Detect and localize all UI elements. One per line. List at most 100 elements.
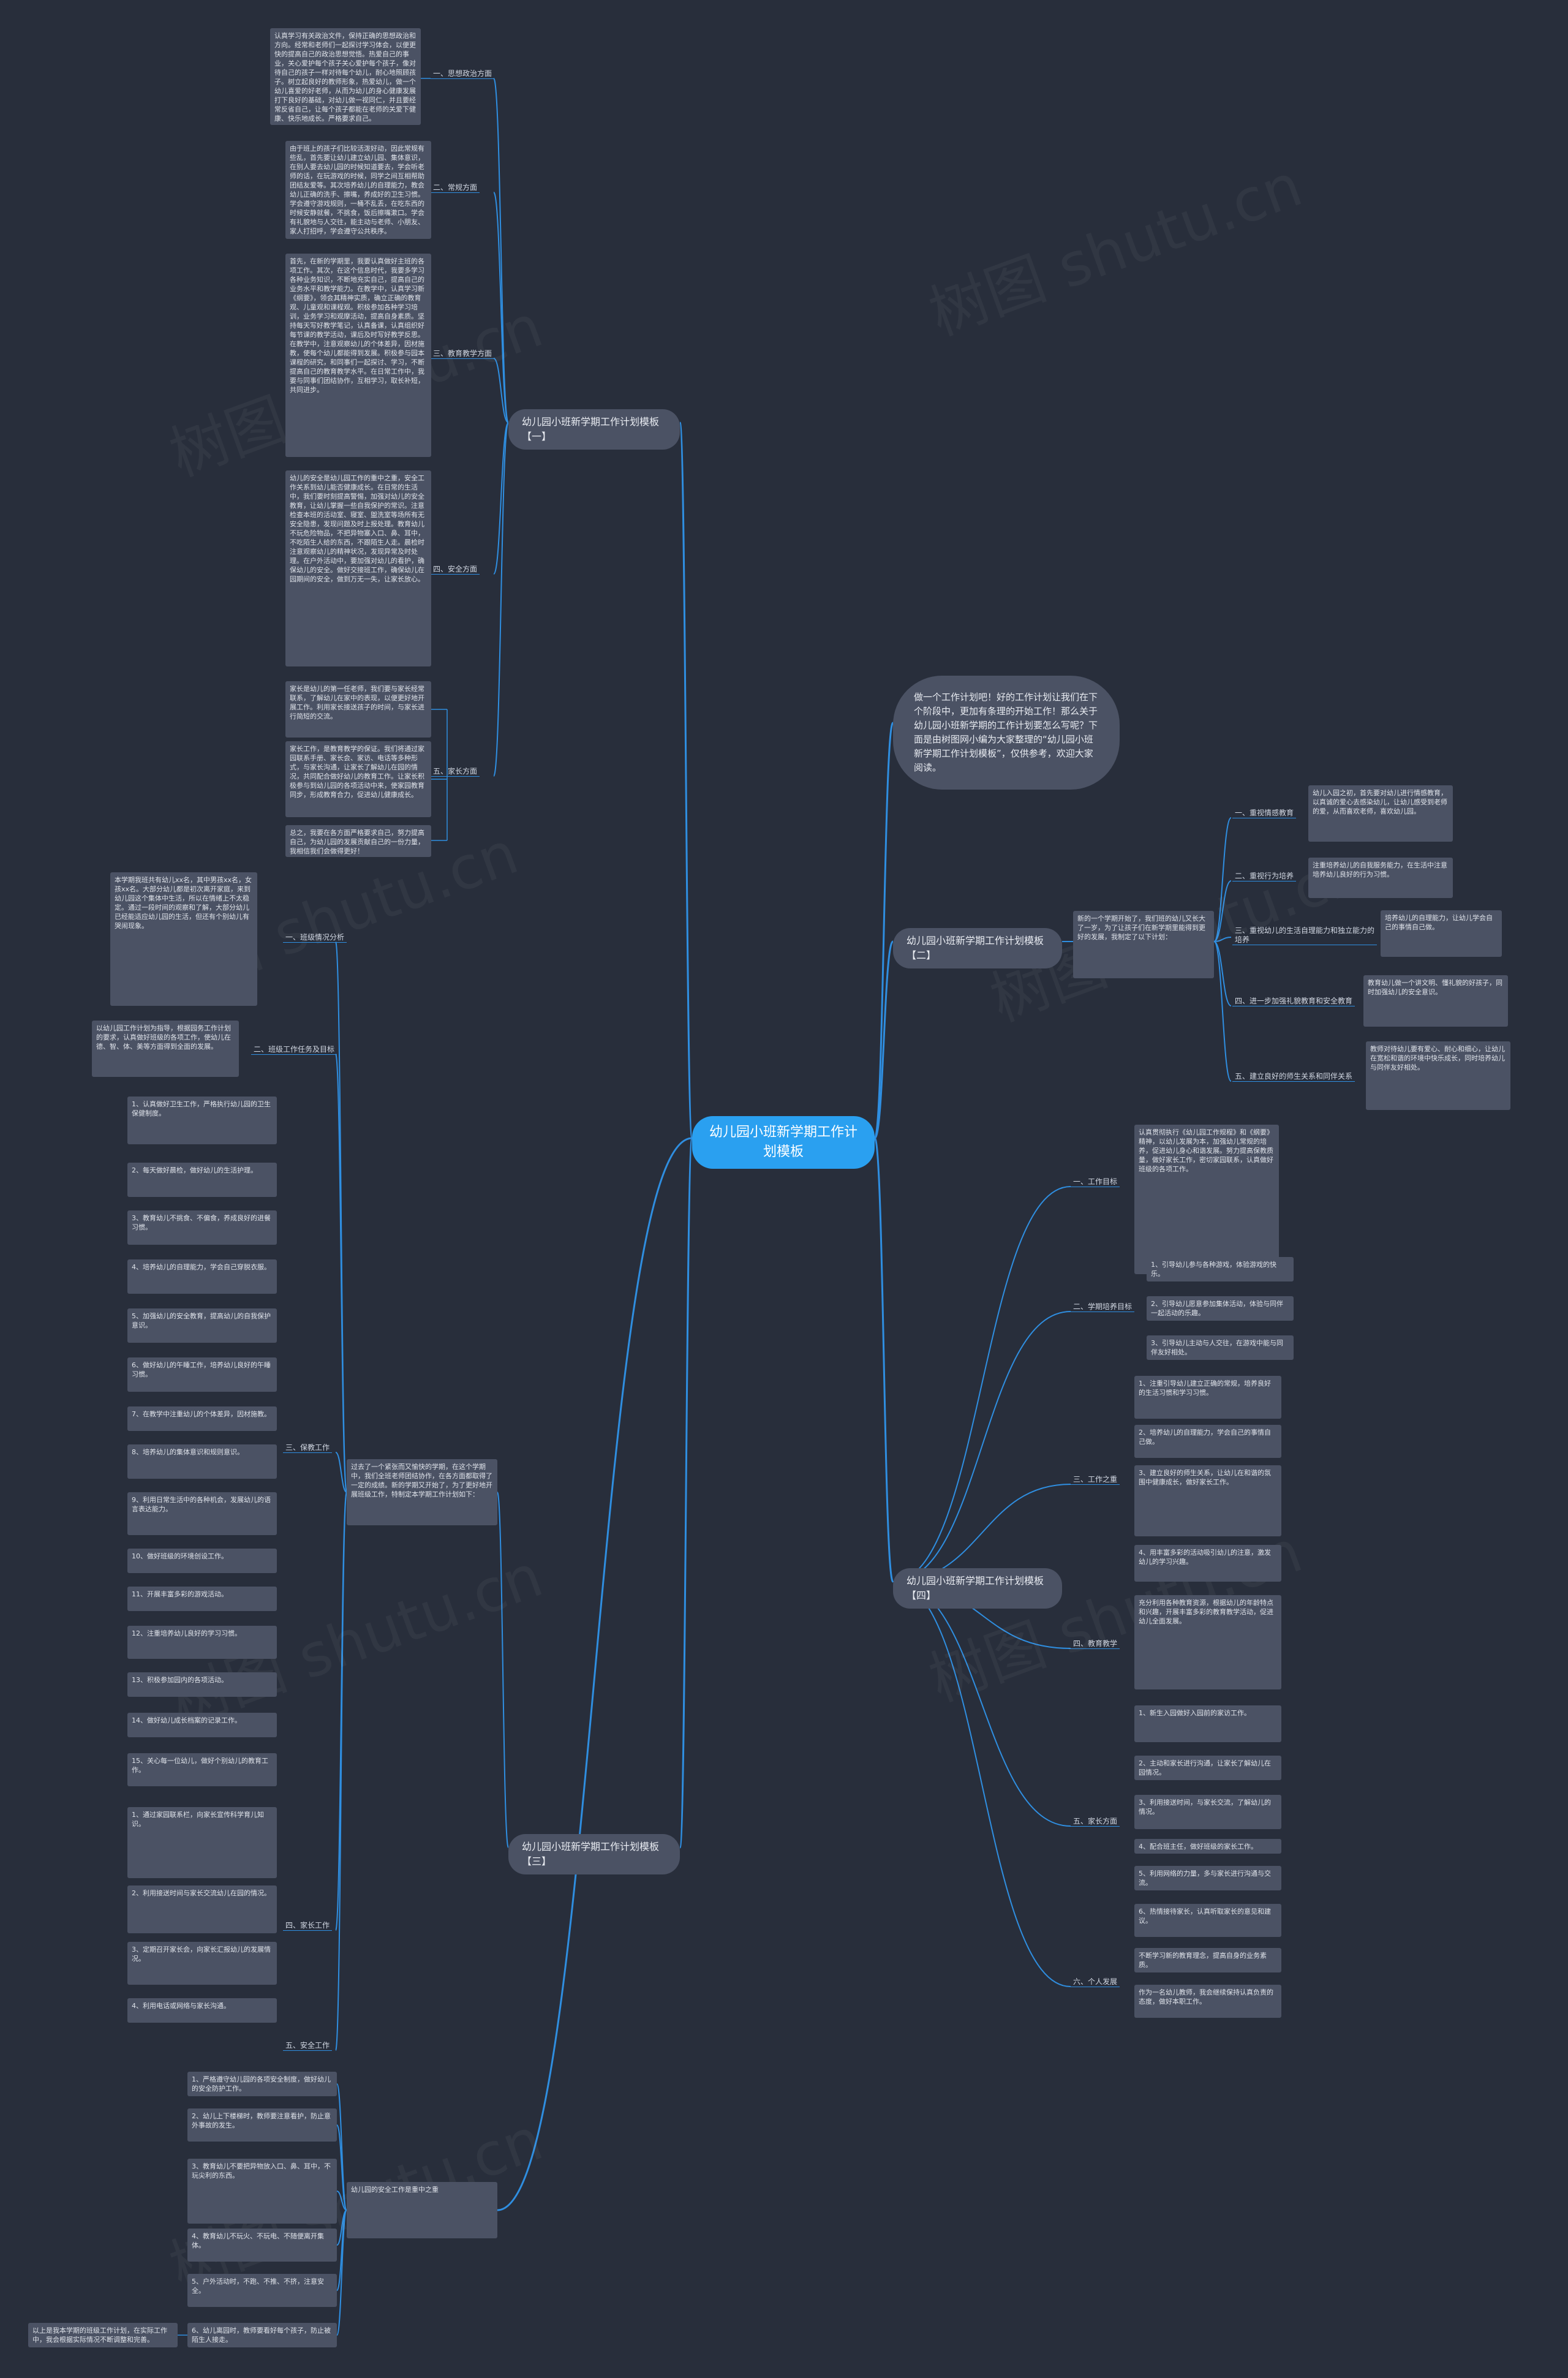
branch-4-label-3[interactable]: 三、工作之重: [1071, 1475, 1120, 1485]
branch-5-item-1: 1、严格遵守幼儿园的各项安全制度，做好幼儿的安全防护工作。: [187, 2072, 337, 2096]
branch-1-label-4[interactable]: 四、安全方面: [431, 565, 480, 575]
branch-1-label-3[interactable]: 三、教育教学方面: [431, 349, 495, 359]
branch-3-item-3-11: 11、开展丰富多彩的游戏活动。: [127, 1587, 277, 1611]
connector-line: [497, 1137, 693, 2211]
branch-3-label-2[interactable]: 二、班级工作任务及目标: [251, 1045, 337, 1055]
branch-3-item-3-15: 15、关心每一位幼儿，做好个别幼儿的教育工作。: [127, 1753, 277, 1786]
branch-2-label-5[interactable]: 五、建立良好的师生关系和同伴关系: [1232, 1072, 1355, 1082]
branch-4[interactable]: 幼儿园小班新学期工作计划模板【四】: [893, 1568, 1062, 1609]
branch-5-item-3: 3、教育幼儿不要把异物放入口、鼻、耳中，不玩尖利的东西。: [187, 2159, 337, 2224]
connector-line: [497, 1492, 509, 1848]
branch-4-label-6[interactable]: 六、个人发展: [1071, 1977, 1120, 1987]
branch-3-item-1-1: 本学期我班共有幼儿xx名，其中男孩xx名，女孩xx名。大部分幼儿都是初次离开家庭…: [110, 872, 257, 1006]
branch-2-label-1[interactable]: 一、重视情感教育: [1232, 809, 1297, 818]
branch-1-text-1: 认真学习有关政治文件，保持正确的思想政治和方向。经常和老师们一起探讨学习体会，以…: [270, 28, 421, 125]
connector-line: [892, 1311, 1071, 1582]
connector-line: [493, 78, 509, 423]
branch-2[interactable]: 幼儿园小班新学期工作计划模板【二】: [893, 928, 1062, 968]
branch-5-footer: 以上是我本学期的班级工作计划，在实际工作中，我会根据实际情况不断调整和完善。: [28, 2323, 178, 2347]
branch-1-label-1[interactable]: 一、思想政治方面: [431, 69, 495, 79]
intro-node[interactable]: 做一个工作计划吧！好的工作计划让我们在下个阶段中，更加有条理的开始工作！那么关于…: [893, 676, 1120, 790]
connector-line: [892, 1581, 1071, 1987]
branch-3-item-3-9: 9、利用日常生活中的各种机会，发展幼儿的语言表达能力。: [127, 1492, 277, 1535]
branch-3-item-4-3: 3、定期召开家长会，向家长汇报幼儿的发展情况。: [127, 1942, 277, 1985]
branch-2-label-3[interactable]: 三、重视幼儿的生活自理能力和独立能力的培养: [1232, 926, 1377, 945]
branch-5-item-2: 2、幼儿上下楼梯时，教师要注意看护，防止意外事故的发生。: [187, 2108, 337, 2142]
branch-2-text-3: 培养幼儿的自理能力，让幼儿学会自己的事情自己做。: [1381, 910, 1502, 957]
branch-4-item-2-1: 1、引导幼儿参与各种游戏，体验游戏的快乐。: [1147, 1257, 1294, 1281]
branch-2-text-4: 教育幼儿做一个讲文明、懂礼貌的好孩子，同时加强幼儿的安全意识。: [1363, 975, 1508, 1027]
branch-4-item-5-5: 5、利用网络的力量，多与家长进行沟通与交流。: [1134, 1866, 1281, 1890]
branch-4-item-5-6: 6、热情接待家长，认真听取家长的意见和建议。: [1134, 1904, 1281, 1937]
branch-4-item-3-4: 4、用丰富多彩的活动吸引幼儿的注意，激发幼儿的学习兴趣。: [1134, 1545, 1281, 1582]
root-node[interactable]: 幼儿园小班新学期工作计划模板: [692, 1116, 875, 1169]
branch-5-summary[interactable]: 幼儿园的安全工作是重中之重: [347, 2182, 497, 2238]
branch-1-text-2: 由于班上的孩子们比较活泼好动，因此常规有些乱，首先要让幼儿建立幼儿园、集体意识，…: [285, 141, 431, 239]
branch-4-label-5[interactable]: 五、家长方面: [1071, 1817, 1120, 1827]
branch-3-label-4[interactable]: 四、家长工作: [283, 1921, 333, 1931]
connector-line: [493, 358, 509, 423]
connector-line: [493, 422, 509, 777]
connector-line: [335, 1492, 347, 2051]
branch-3-label-5[interactable]: 五、安全工作: [283, 2041, 333, 2051]
branch-1-text-6: 家长工作，是教育教学的保证。我们将通过家园联系手册、家长会、家访、电话等多种形式…: [285, 741, 431, 817]
branch-4-item-6-2: 作为一名幼儿教师，我会继续保持认真负责的态度，做好本职工作。: [1134, 1985, 1281, 2018]
branch-3-item-2-1: 以幼儿园工作计划为指导，根据园务工作计划的要求，认真做好班级的各项工作，使幼儿在…: [92, 1021, 239, 1077]
branch-3-label-1[interactable]: 一、班级情况分析: [283, 933, 347, 943]
branch-2-text-2: 注重培养幼儿的自我服务能力，在生活中注意培养幼儿良好的行为习惯。: [1308, 858, 1453, 898]
branch-4-item-5-3: 3、利用接送时间，与家长交流，了解幼儿的情况。: [1134, 1795, 1281, 1829]
branch-3-item-3-1: 1、认真做好卫生工作，严格执行幼儿园的卫生保健制度。: [127, 1097, 277, 1144]
branch-1[interactable]: 幼儿园小班新学期工作计划模板【一】: [508, 409, 680, 450]
connector-line: [1213, 880, 1232, 942]
branch-3-item-3-5: 5、加强幼儿的安全教育，提高幼儿的自我保护意识。: [127, 1308, 277, 1343]
branch-3-item-3-8: 8、培养幼儿的集体意识和规则意识。: [127, 1444, 277, 1479]
branch-4-label-2[interactable]: 二、学期培养目标: [1071, 1302, 1135, 1312]
branch-3[interactable]: 幼儿园小班新学期工作计划模板【三】: [508, 1834, 680, 1874]
branch-3-item-3-12: 12、注重培养幼儿良好的学习习惯。: [127, 1626, 277, 1659]
branch-4-item-2-2: 2、引导幼儿愿意参加集体活动，体验与同伴一起活动的乐趣。: [1147, 1296, 1294, 1321]
connector-line: [335, 1054, 347, 1493]
branch-1-label-5[interactable]: 五、家长方面: [431, 767, 480, 777]
branch-2-text-5: 教师对待幼儿要有爱心、耐心和细心，让幼儿在宽松和谐的环境中快乐成长，同时培养幼儿…: [1366, 1041, 1510, 1110]
branch-3-item-3-6: 6、做好幼儿的午睡工作，培养幼儿良好的午睡习惯。: [127, 1357, 277, 1392]
branch-1-text-5: 家长是幼儿的第一任老师，我们要与家长经常联系，了解幼儿在家中的表现，以便更好地开…: [285, 681, 431, 738]
branch-3-item-4-4: 4、利用电话或网络与家长沟通。: [127, 1998, 277, 2023]
branch-4-item-5-4: 4、配合班主任，做好班级的家长工作。: [1134, 1839, 1281, 1854]
connector-line: [335, 942, 347, 1493]
connector-line: [873, 722, 894, 1139]
connector-line: [1213, 937, 1232, 942]
branch-2-summary: 新的一个学期开始了，我们班的幼儿又长大了一岁，为了让孩子们在新学期里能得到更好的…: [1073, 911, 1214, 978]
branch-3-item-3-4: 4、培养幼儿的自理能力，学会自己穿脱衣服。: [127, 1259, 277, 1294]
branch-3-item-3-7: 7、在教学中注重幼儿的个体差异，因材施教。: [127, 1406, 277, 1431]
connector-line: [336, 2191, 347, 2211]
connector-line: [892, 1581, 1071, 1827]
connector-line: [873, 940, 894, 1139]
branch-3-label-3[interactable]: 三、保教工作: [283, 1443, 333, 1453]
branch-1-label-2[interactable]: 二、常规方面: [431, 183, 480, 193]
branch-3-summary: 过去了一个紧张而又愉快的学期，在这个学期中，我们全班老师团结协作，在各方面都取得…: [347, 1459, 497, 1525]
branch-4-item-1: 认真贯彻执行《幼儿园工作规程》和《纲要》精神，以幼儿发展为本，加强幼儿常规的培养…: [1134, 1125, 1279, 1274]
branch-4-label-4[interactable]: 四、教育教学: [1071, 1639, 1120, 1649]
branch-4-item-3-2: 2、培养幼儿的自理能力，学会自己的事情自己做。: [1134, 1425, 1281, 1458]
connector-line: [493, 192, 509, 423]
connector-line: [1213, 817, 1232, 942]
branch-2-label-4[interactable]: 四、进一步加强礼貌教育和安全教育: [1232, 997, 1355, 1006]
branch-3-item-3-13: 13、积极参加园内的各项活动。: [127, 1672, 277, 1697]
branch-3-item-4-1: 1、通过家园联系栏，向家长宣传科学育儿知识。: [127, 1807, 277, 1878]
branch-2-text-1: 幼儿入园之初，首先要对幼儿进行情感教育，以真诚的爱心去感染幼儿，让幼儿感受到老师…: [1308, 785, 1453, 842]
branch-4-label-1[interactable]: 一、工作目标: [1071, 1177, 1120, 1187]
connector-line: [892, 1186, 1071, 1582]
branch-5-item-4: 4、教育幼儿不玩火、不玩电、不随便离开集体。: [187, 2229, 337, 2262]
branch-4-item-6-1: 不断学习新的教育理念，提高自身的业务素质。: [1134, 1948, 1281, 1972]
branch-5-item-6: 6、幼儿离园时，教师要看好每个孩子，防止被陌生人接走。: [187, 2323, 337, 2347]
branch-2-label-2[interactable]: 二、重视行为培养: [1232, 872, 1297, 881]
branch-3-item-3-14: 14、做好幼儿成长档案的记录工作。: [127, 1713, 277, 1737]
branch-4-item-5-1: 1、新生入园做好入园前的家访工作。: [1134, 1705, 1281, 1742]
branch-4-item-3-3: 3、建立良好的师生关系，让幼儿在和谐的氛围中健康成长，做好家长工作。: [1134, 1465, 1281, 1536]
connector-line: [336, 2210, 347, 2336]
branch-4-item-5-2: 2、主动和家长进行沟通，让家长了解幼儿在园情况。: [1134, 1756, 1281, 1780]
connector-line: [335, 1452, 347, 1493]
branch-1-text-3: 首先，在新的学期里，我要认真做好主班的各项工作。其次，在这个信息时代，我要多学习…: [285, 254, 431, 457]
connector-line: [679, 1137, 693, 1849]
